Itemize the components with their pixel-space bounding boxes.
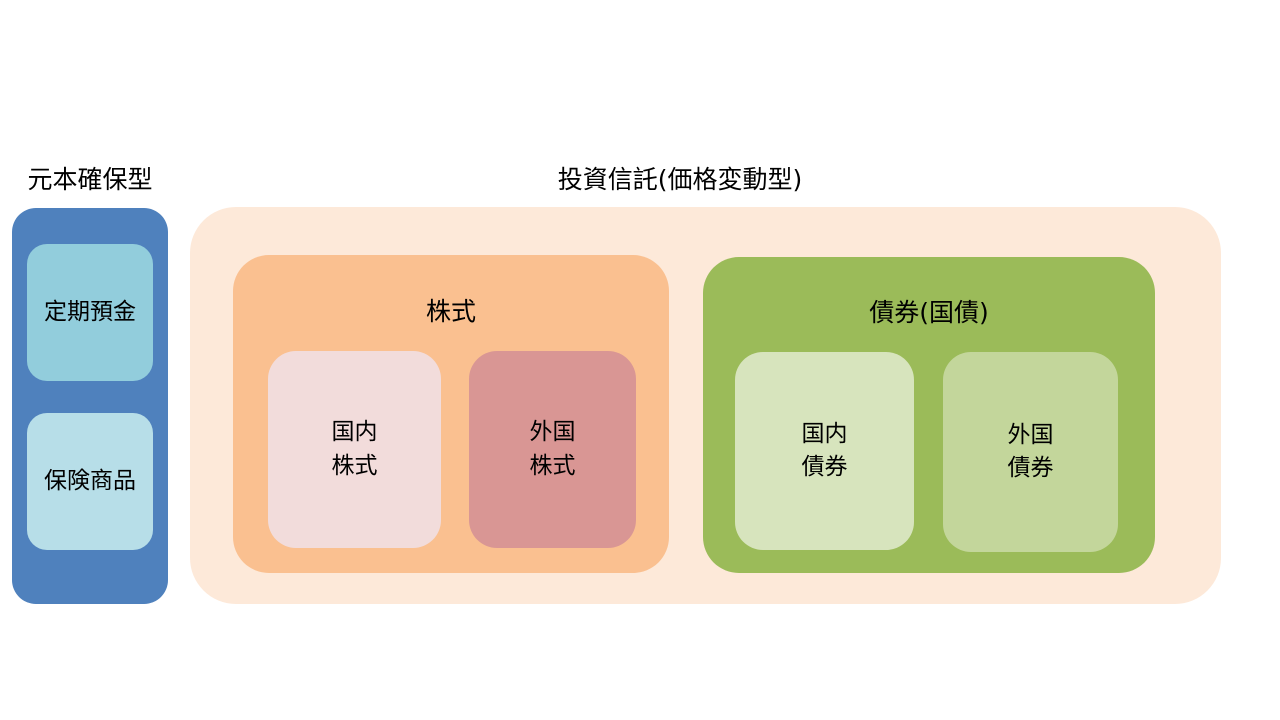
domestic-bonds-label: 国内 債券 — [801, 420, 848, 480]
time-deposit-label: 定期預金 — [44, 298, 136, 325]
domestic-bonds-box: 国内 債券 — [735, 352, 914, 550]
principal-guaranteed-title: 元本確保型 — [27, 165, 153, 194]
stocks-title: 株式 — [425, 297, 476, 326]
investment-trust-title: 投資信託(価格変動型) — [557, 165, 803, 194]
foreign-bonds-label: 外国 債券 — [1007, 421, 1054, 481]
bonds-title: 債券(国債) — [869, 298, 989, 327]
insurance-box: 保険商品 — [27, 413, 153, 550]
foreign-stocks-box: 外国 株式 — [469, 351, 636, 548]
foreign-bonds-box: 外国 債券 — [943, 352, 1118, 552]
domestic-stocks-box: 国内 株式 — [268, 351, 441, 548]
insurance-label: 保険商品 — [44, 467, 136, 494]
foreign-stocks-label: 外国 株式 — [529, 419, 576, 479]
time-deposit-box: 定期預金 — [27, 244, 153, 381]
domestic-stocks-label: 国内 株式 — [331, 419, 378, 479]
